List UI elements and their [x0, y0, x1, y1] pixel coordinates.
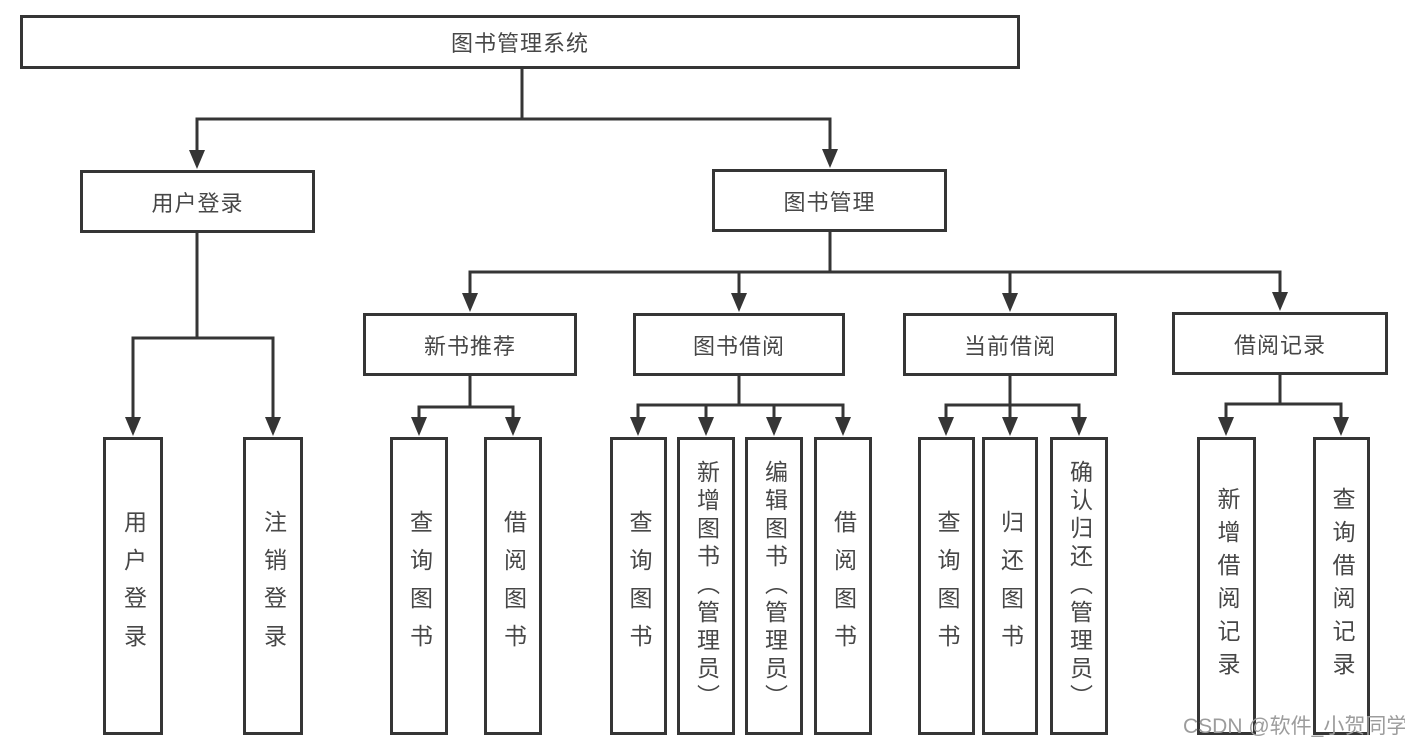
edge-root-branch: [195, 117, 832, 151]
arrowheads: [125, 149, 1349, 436]
leaf-borrow-books-label: 借阅图书: [830, 510, 857, 662]
node-book-borrow: 图书借阅: [633, 313, 845, 376]
leaf-logout: 注销登录: [243, 437, 303, 735]
leaf-edit-book-admin-label: 编辑图书（管理员）: [761, 460, 788, 712]
node-new-book-recommend-label: 新书推荐: [423, 333, 516, 359]
leaf-return-book-label: 归还图书: [997, 510, 1024, 662]
node-new-book-recommend: 新书推荐: [363, 313, 577, 376]
leaf-query-books-current-label: 查询图书: [934, 510, 960, 662]
leaf-user-login-label: 用户登录: [120, 510, 147, 662]
leaf-query-books-current: 查询图书: [918, 437, 975, 735]
leaf-query-books-borrow-label: 查询图书: [626, 510, 652, 662]
node-user-login-label: 用户登录: [151, 190, 244, 216]
edge-l3d-branch: [1224, 402, 1343, 421]
node-borrow-records-label: 借阅记录: [1233, 332, 1326, 358]
node-current-borrow-label: 当前借阅: [963, 333, 1056, 359]
node-book-borrow-label: 图书借阅: [692, 333, 785, 359]
edge-l3a-branch: [417, 405, 515, 421]
edge-l3b-branch: [636, 403, 845, 421]
node-book-management-label: 图书管理: [783, 189, 876, 215]
leaf-logout-label: 注销登录: [260, 510, 287, 662]
node-user-login: 用户登录: [80, 170, 315, 233]
leaf-return-book: 归还图书: [982, 437, 1038, 735]
leaf-user-login: 用户登录: [103, 437, 163, 735]
leaf-add-borrow-record-label: 新增借阅记录: [1214, 487, 1240, 685]
edge-login-branch: [131, 336, 275, 419]
leaf-add-book-admin: 新增图书（管理员）: [677, 437, 735, 735]
leaf-borrow-books-recommend-label: 借阅图书: [500, 510, 527, 662]
csdn-watermark: CSDN @软件_小贺同学: [1183, 715, 1405, 738]
leaf-add-borrow-record: 新增借阅记录: [1197, 437, 1256, 735]
leaf-add-book-admin-label: 新增图书（管理员）: [693, 460, 720, 712]
edge-mgmt-branch: [468, 270, 1282, 293]
leaf-confirm-return-admin: 确认归还（管理员）: [1050, 437, 1108, 735]
node-root-label: 图书管理系统: [450, 31, 589, 56]
node-current-borrow: 当前借阅: [903, 313, 1117, 376]
node-borrow-records: 借阅记录: [1172, 312, 1388, 375]
edge-l3c-branch: [944, 403, 1081, 421]
leaf-query-borrow-record-label: 查询借阅记录: [1329, 487, 1355, 685]
leaf-query-borrow-record: 查询借阅记录: [1313, 437, 1370, 735]
leaf-borrow-books-recommend: 借阅图书: [484, 437, 542, 735]
node-root: 图书管理系统: [20, 15, 1020, 69]
leaf-query-books-borrow: 查询图书: [610, 437, 667, 735]
leaf-confirm-return-admin-label: 确认归还（管理员）: [1066, 460, 1093, 712]
node-book-management: 图书管理: [712, 169, 947, 232]
leaf-query-books-recommend: 查询图书: [390, 437, 448, 735]
leaf-borrow-books: 借阅图书: [814, 437, 872, 735]
leaf-edit-book-admin: 编辑图书（管理员）: [745, 437, 803, 735]
leaf-query-books-recommend-label: 查询图书: [406, 510, 433, 662]
